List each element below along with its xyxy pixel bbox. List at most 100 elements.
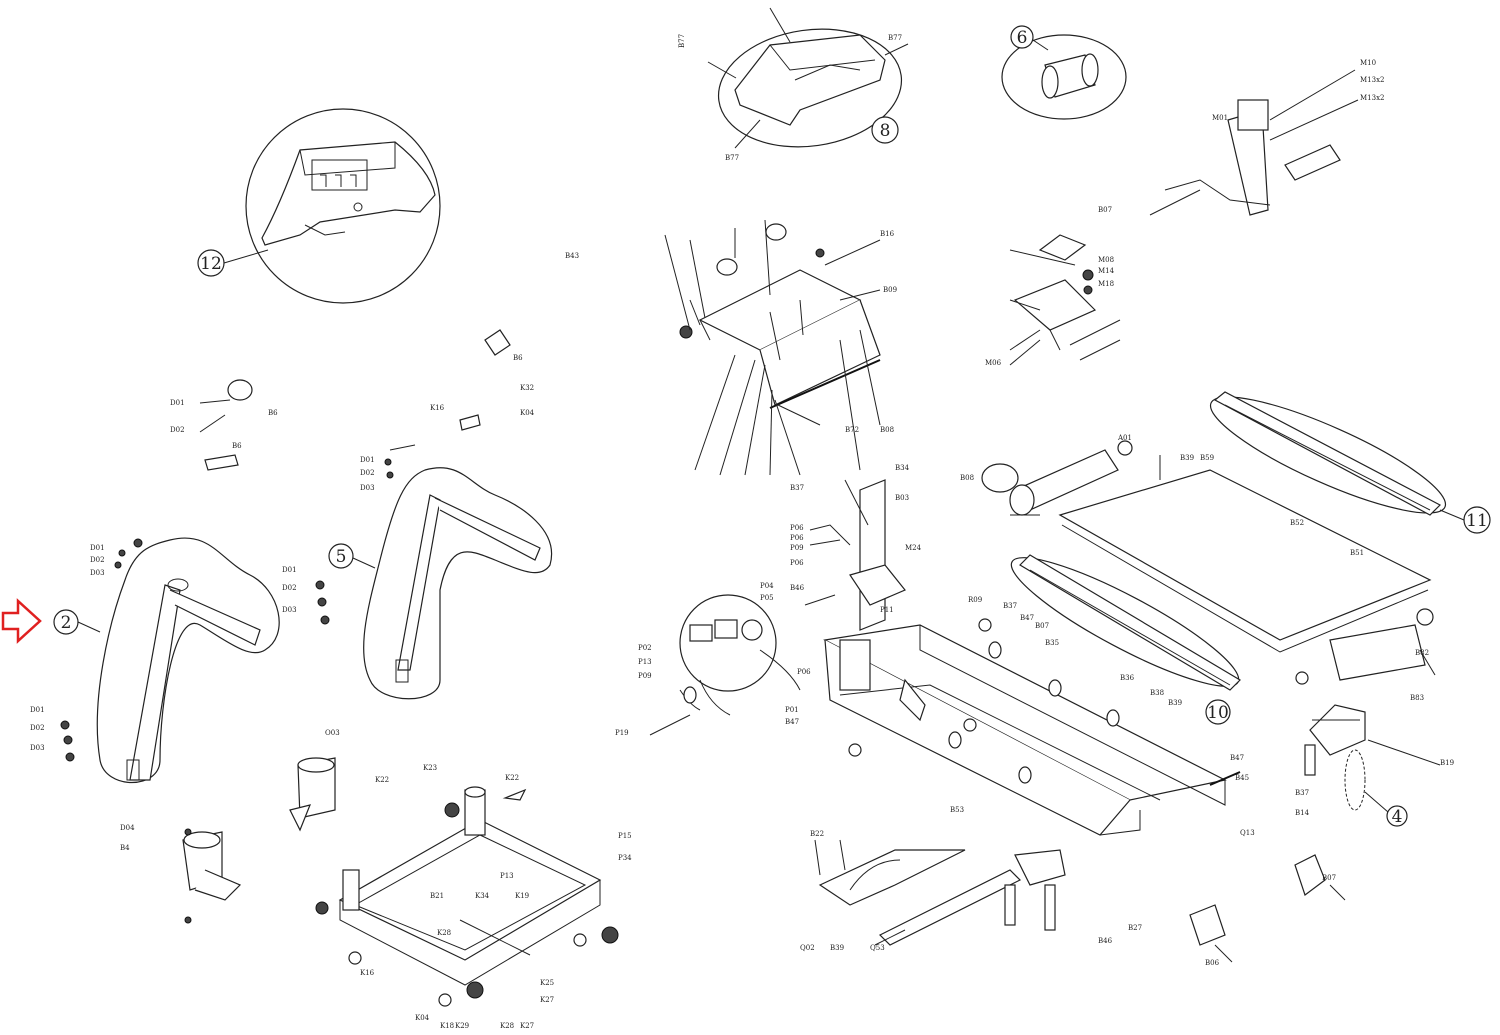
svg-text:P06: P06 [790,559,804,567]
front-roller [981,440,1133,516]
svg-text:M14: M14 [1098,267,1115,275]
callout-12-number: 12 [200,254,222,274]
svg-text:Q02: Q02 [800,944,815,952]
base-post-detail [289,757,336,832]
running-deck [1058,455,1432,653]
svg-text:K23: K23 [423,764,437,772]
svg-text:B06: B06 [1205,959,1220,967]
base-frame [315,786,619,1007]
svg-text:B37: B37 [1003,602,1017,610]
svg-text:B77: B77 [725,154,739,162]
svg-text:B4: B4 [120,844,130,852]
svg-text:B46: B46 [1098,937,1113,945]
motor-bracket-assembly [664,219,881,476]
svg-text:P13: P13 [638,658,652,666]
svg-text:K32: K32 [520,384,534,392]
callout-2: 2 [53,609,101,635]
svg-text:K18: K18 [440,1022,454,1030]
svg-text:P04: P04 [760,582,774,590]
svg-text:A01: A01 [1117,434,1132,442]
svg-text:B59: B59 [1200,454,1214,462]
callout-5-number: 5 [336,547,347,567]
svg-text:D03: D03 [282,606,297,614]
svg-text:P34: P34 [618,854,632,862]
svg-text:K04: K04 [520,409,535,417]
rear-foot-right [1304,704,1441,811]
svg-text:B82: B82 [1415,649,1429,657]
callout-8: 8 [871,116,899,144]
callout-11-number: 11 [1466,511,1488,531]
svg-text:B47: B47 [785,718,799,726]
svg-text:B19: B19 [1440,759,1454,767]
svg-text:B27: B27 [1128,924,1142,932]
callout-2-number: 2 [61,613,72,633]
svg-text:B6: B6 [513,354,523,362]
svg-text:P06: P06 [797,668,811,676]
control-board-assembly [804,479,906,631]
svg-text:R09: R09 [968,596,982,604]
svg-text:B77: B77 [678,34,686,48]
rear-roller [1295,608,1436,685]
upright-post-right [1149,69,1359,216]
svg-text:M08: M08 [1098,256,1114,264]
svg-text:B77: B77 [888,34,902,42]
console-assembly-detail [245,108,441,304]
svg-text:B21: B21 [430,892,444,900]
svg-text:D01: D01 [282,566,297,574]
svg-text:B37: B37 [1295,789,1309,797]
callout-10: 10 [1205,699,1231,725]
svg-text:D03: D03 [90,569,105,577]
svg-text:K16: K16 [430,404,445,412]
svg-text:P19: P19 [615,729,629,737]
svg-text:D02: D02 [90,556,105,564]
svg-text:M24: M24 [905,544,922,552]
svg-text:K27: K27 [540,996,554,1004]
callout-5: 5 [328,543,376,569]
svg-text:D01: D01 [30,706,45,714]
svg-text:B53: B53 [950,806,964,814]
main-frame [823,618,1241,836]
part-label-group: B77 B77 M10 M13x2 M13x2 M01 B07 B16 B09 … [30,34,1454,1030]
svg-text:D01: D01 [90,544,105,552]
svg-text:D01: D01 [170,399,185,407]
svg-text:B47: B47 [1230,754,1244,762]
svg-text:B16: B16 [880,230,895,238]
svg-text:M13x2: M13x2 [1360,94,1384,102]
svg-text:O03: O03 [325,729,340,737]
svg-text:B51: B51 [1350,549,1364,557]
svg-text:K25: K25 [540,979,554,987]
svg-text:B46: B46 [790,584,805,592]
red-indicator-arrow [1,598,42,644]
wheel-mount-left [182,828,242,924]
svg-text:K22: K22 [505,774,519,782]
svg-text:B39: B39 [1180,454,1194,462]
svg-text:K28: K28 [500,1022,514,1030]
svg-text:D02: D02 [170,426,185,434]
svg-text:B52: B52 [1290,519,1304,527]
svg-text:B03: B03 [895,494,909,502]
svg-text:M13x2: M13x2 [1360,76,1384,84]
motor-detail [1001,34,1127,120]
svg-text:P06: P06 [790,524,804,532]
svg-text:B6: B6 [268,409,278,417]
svg-text:B07: B07 [1035,622,1049,630]
svg-text:B07: B07 [1098,206,1112,214]
svg-text:B6: B6 [232,442,242,450]
svg-text:B08: B08 [880,426,894,434]
svg-text:B36: B36 [1120,674,1135,682]
svg-text:B37: B37 [790,484,804,492]
svg-text:D03: D03 [360,484,375,492]
svg-text:K19: K19 [515,892,529,900]
svg-text:P13: P13 [500,872,514,880]
side-rail-left-detail [1010,554,1241,691]
svg-text:B39: B39 [830,944,844,952]
svg-text:B35: B35 [1045,639,1059,647]
svg-text:M01: M01 [1212,114,1228,122]
side-rail-right-detail [1209,391,1447,516]
electronics-detail [649,594,801,736]
svg-text:K16: K16 [360,969,375,977]
svg-text:P01: P01 [785,706,799,714]
callout-10-number: 10 [1207,703,1229,723]
svg-text:B47: B47 [1020,614,1034,622]
